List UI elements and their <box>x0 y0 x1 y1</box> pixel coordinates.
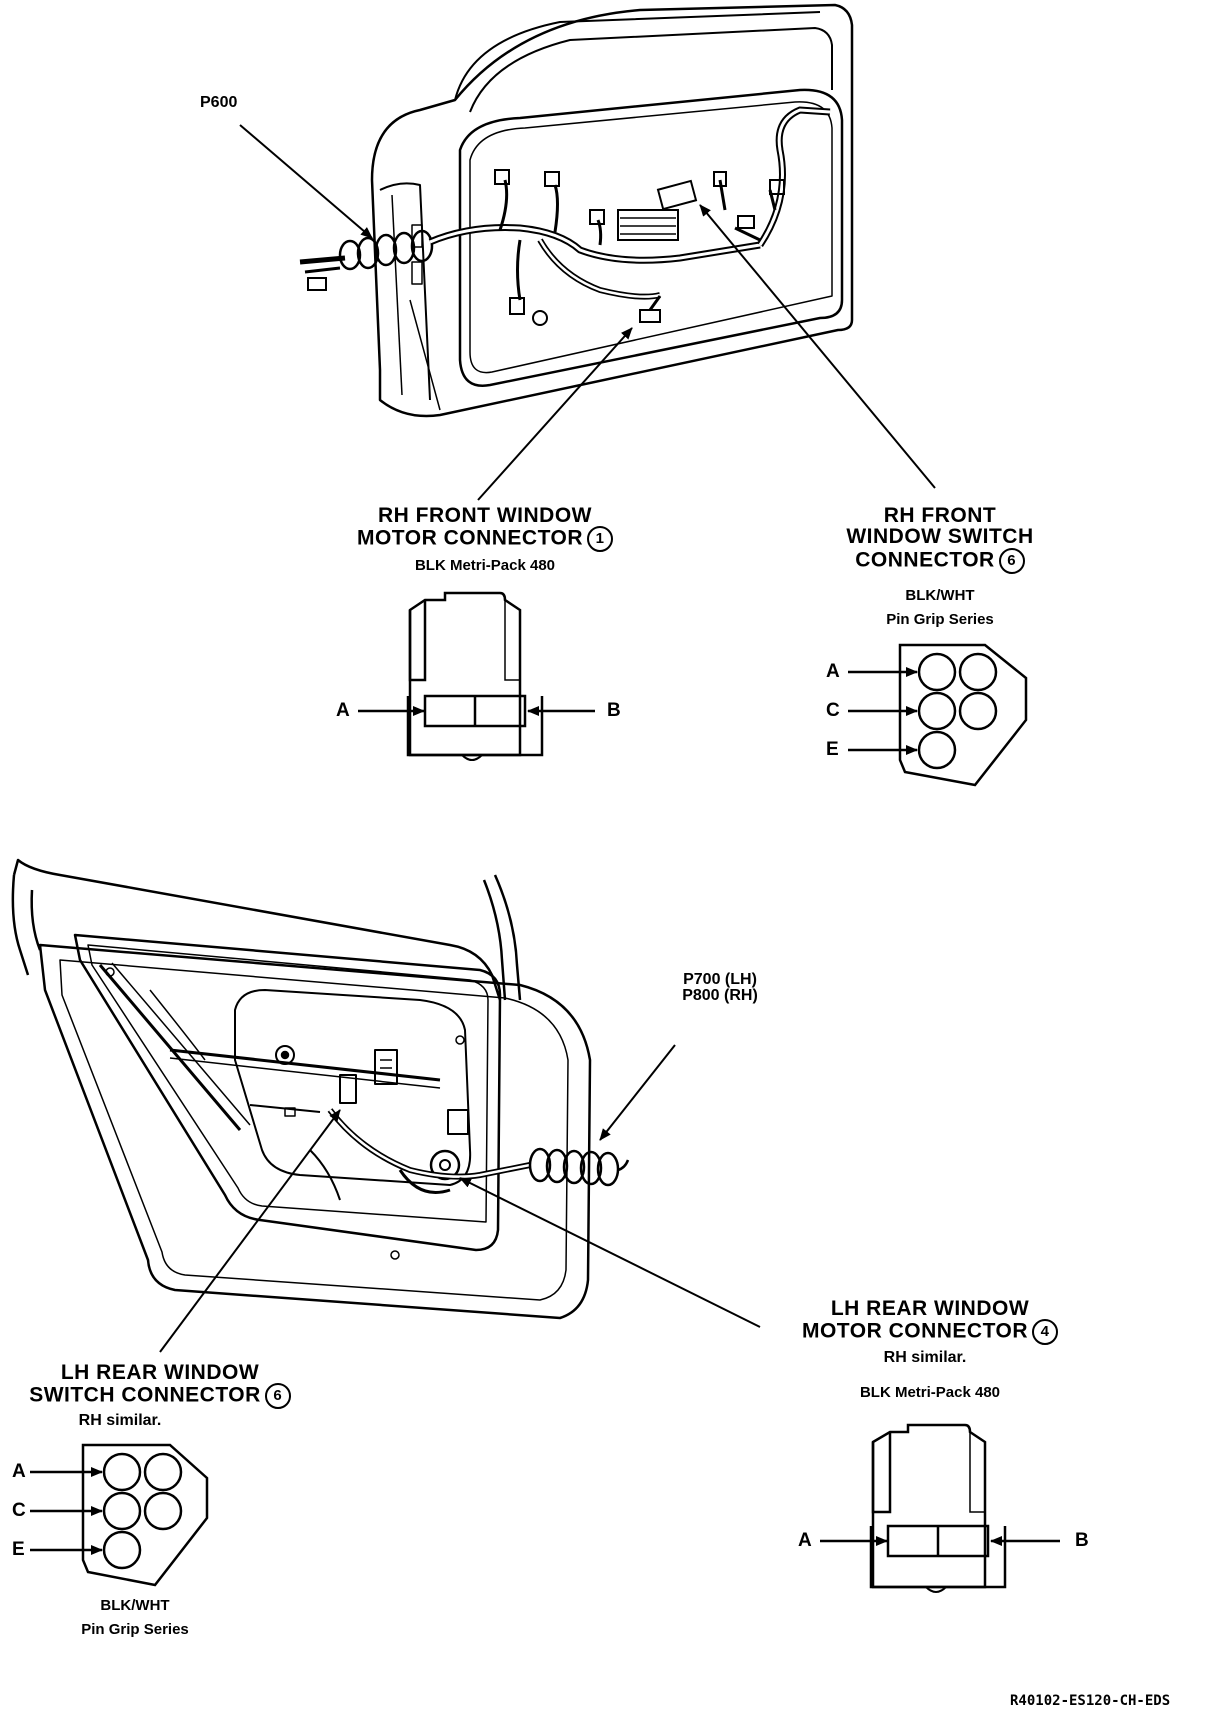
rh-front-motor-pin-a: A <box>336 700 350 721</box>
lh-rear-motor-spec: BLK Metri-Pack 480 <box>859 1384 1001 1401</box>
lh-rear-motor-title-line2-text: MOTOR CONNECTOR <box>801 1319 1029 1343</box>
rh-front-switch-pin-a: A <box>826 661 840 682</box>
p600-label: P600 <box>200 94 238 111</box>
rh-front-switch-leader <box>699 204 936 489</box>
p800-label: P800 (RH) <box>682 987 758 1005</box>
rh-front-switch-connector-face <box>848 643 1028 787</box>
front-door-wiring-harness <box>299 106 831 326</box>
lh-rear-switch-color: BLK/WHT <box>100 1597 170 1614</box>
rh-front-switch-pin-e: E <box>826 739 839 760</box>
lh-rear-motor-leader <box>459 1177 761 1328</box>
lh-rear-motor-pin-b: B <box>1075 1530 1089 1551</box>
rh-front-motor-leader <box>477 327 633 501</box>
rh-front-switch-title-line3-text: CONNECTOR <box>855 548 995 572</box>
p700-label: P700 (LH) <box>683 971 757 988</box>
rh-front-switch-pin-c: C <box>826 700 840 721</box>
rh-front-switch-title-line1: RH FRONT <box>883 504 997 527</box>
leader-lines <box>159 124 936 1353</box>
lh-rear-switch-series: Pin Grip Series <box>81 1621 189 1638</box>
rh-front-motor-number: 1 <box>587 526 614 553</box>
lh-rear-motor-connector-face <box>820 1423 1060 1593</box>
lh-rear-switch-note: RH similar. <box>78 1412 162 1429</box>
rh-front-switch-color: BLK/WHT <box>905 587 975 604</box>
rh-front-motor-connector-face <box>358 591 595 761</box>
front-door-illustration <box>370 3 854 418</box>
rear-door-wiring-harness <box>327 1108 630 1187</box>
lh-rear-switch-leader <box>159 1109 341 1353</box>
lh-rear-switch-connector-face <box>30 1443 209 1587</box>
figure-code: R40102-ES120-CH-EDS <box>1010 1693 1171 1709</box>
rh-front-motor-title-line1: RH FRONT WINDOW <box>378 504 592 527</box>
lh-rear-motor-title-line1: LH REAR WINDOW <box>830 1297 1030 1320</box>
lh-rear-motor-pin-a: A <box>798 1530 812 1551</box>
rh-front-switch-title-line2: WINDOW SWITCH <box>846 525 1034 549</box>
p700-p800-grommet <box>528 1147 630 1187</box>
rh-front-switch-number: 6 <box>998 547 1025 574</box>
p600-leader <box>239 124 373 239</box>
rear-door-illustration <box>11 858 592 1320</box>
lh-rear-switch-title-line2-text: SWITCH CONNECTOR <box>29 1383 261 1407</box>
p700-p800-label: P700 (LH) P800 (RH) <box>640 971 800 1005</box>
rh-front-motor-spec: BLK Metri-Pack 480 <box>414 557 556 574</box>
lh-rear-switch-number: 6 <box>264 1383 291 1410</box>
p700-leader <box>599 1044 676 1141</box>
lh-rear-motor-number: 4 <box>1032 1319 1059 1346</box>
rh-front-motor-pin-b: B <box>607 700 621 721</box>
lh-rear-switch-title-line1: LH REAR WINDOW <box>60 1361 260 1384</box>
rh-front-motor-title-line2-text: MOTOR CONNECTOR <box>356 526 584 550</box>
lh-rear-switch-pin-a: A <box>12 1461 26 1482</box>
lh-rear-switch-pin-e: E <box>12 1539 25 1560</box>
lh-rear-switch-pin-c: C <box>12 1500 26 1521</box>
lh-rear-motor-note: RH similar. <box>883 1349 967 1366</box>
rh-front-switch-series: Pin Grip Series <box>886 611 994 628</box>
